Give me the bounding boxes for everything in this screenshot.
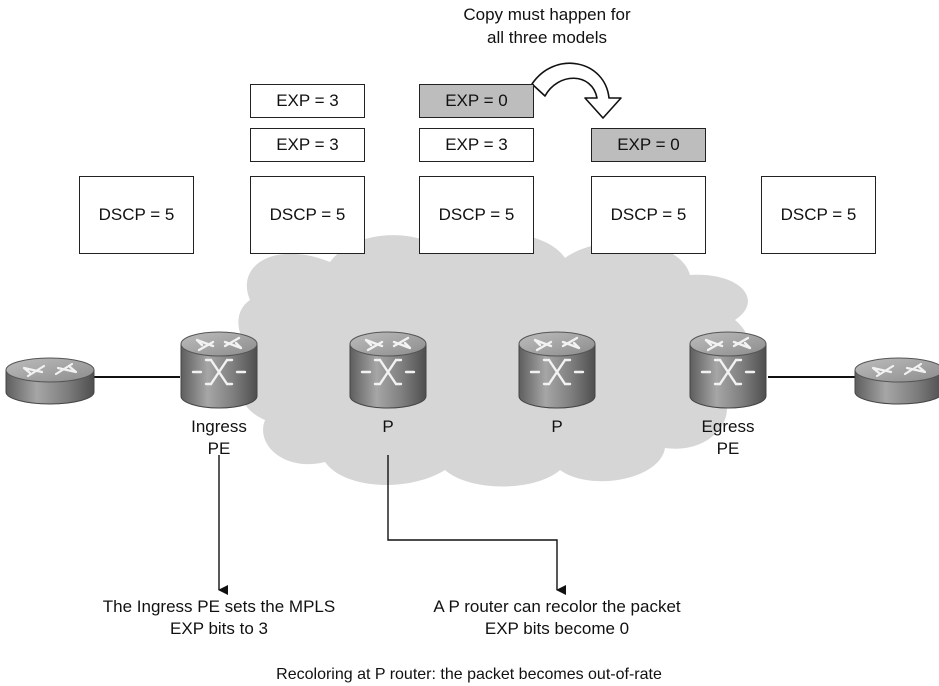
ingress-pe-label-line-1: Ingress — [191, 417, 247, 436]
copy-note-line-1: Copy must happen for — [463, 5, 631, 24]
p-annotation-line — [387, 455, 566, 595]
p-annotation-line-1: A P router can recolor the packet — [433, 597, 681, 616]
ingress-annotation-line-2: EXP bits to 3 — [170, 619, 268, 638]
egress-pe-router-icon — [688, 330, 768, 410]
dscp-box-col3: DSCP = 5 — [419, 176, 534, 254]
copy-note-line-2: all three models — [486, 28, 607, 47]
exp-inner-box-col2: EXP = 3 — [250, 128, 365, 162]
ce-router-right-icon — [853, 356, 939, 406]
ingress-pe-router-icon — [179, 330, 259, 410]
mpls-cloud — [238, 233, 751, 487]
p-annotation-line-2: EXP bits become 0 — [484, 619, 630, 638]
p-router-2-icon — [517, 330, 597, 410]
exp-outer-box-col3: EXP = 0 — [419, 84, 534, 118]
p-router-1-label: P — [382, 417, 394, 436]
diagram-caption: Recoloring at P router: the packet becom… — [276, 666, 662, 683]
p-router-1-icon — [348, 330, 428, 410]
dscp-box-col2: DSCP = 5 — [250, 176, 365, 254]
p-router-2-label: P — [551, 417, 563, 436]
ingress-pe-label-line-2: PE — [207, 439, 231, 458]
copy-arrow-icon — [531, 62, 622, 119]
dscp-box-col5: DSCP = 5 — [761, 176, 876, 254]
egress-pe-label-line-1: Egress — [701, 417, 755, 436]
dscp-box-col4: DSCP = 5 — [591, 176, 706, 254]
dscp-box-col1: DSCP = 5 — [79, 176, 194, 254]
exp-inner-box-col4: EXP = 0 — [591, 128, 706, 162]
ingress-annotation-line-1: The Ingress PE sets the MPLS — [102, 597, 336, 616]
exp-outer-box-col2: EXP = 3 — [250, 84, 365, 118]
egress-pe-label-line-2: PE — [716, 439, 740, 458]
exp-inner-box-col3: EXP = 3 — [419, 128, 534, 162]
ce-router-left-icon — [4, 356, 96, 406]
